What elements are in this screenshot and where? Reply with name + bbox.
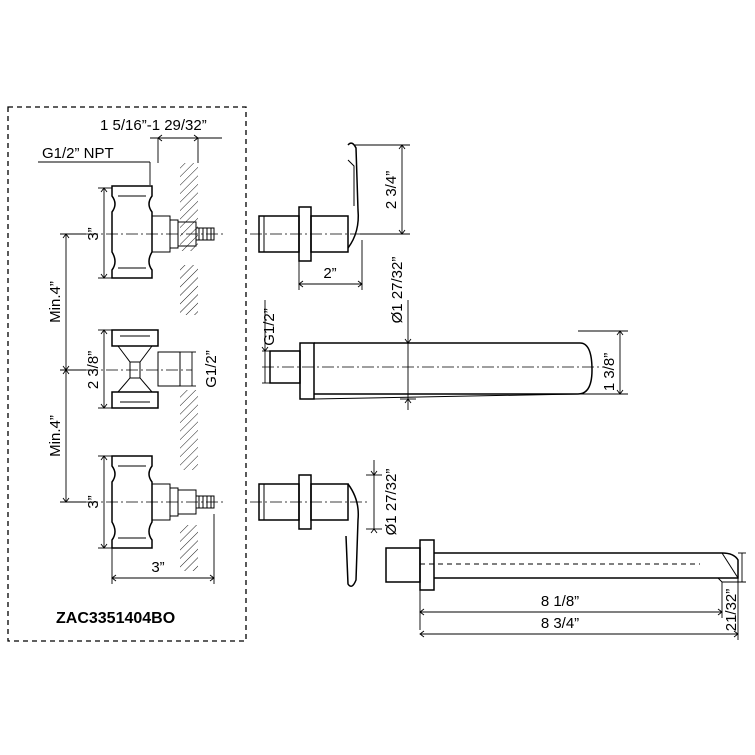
valve-bottom [86, 455, 226, 549]
model-code: ZAC3351404BO [56, 610, 175, 627]
diverter-height-label: 2 3/8” [85, 351, 102, 389]
valve-spacing-top-label: 3” [85, 227, 102, 240]
spout-length-total-label: 8 3/4” [541, 615, 579, 632]
outlet-diameter-label: Ø1 27/32” [389, 257, 406, 324]
handle-side-view: 2 3/4” 2” [250, 142, 410, 290]
min-bottom-label: Min.4” [47, 415, 64, 457]
spout-length-inner-label: 8 1/8” [541, 593, 579, 610]
spout-drop-label: 21/32” [723, 589, 740, 632]
dashed-border [7, 106, 247, 642]
handle-height-label: 2 3/4” [383, 171, 400, 209]
wall-depth-label: 1 5/16”-1 29/32” [100, 117, 207, 134]
valve-width-label: 3” [151, 559, 164, 576]
diverter-middle [86, 329, 192, 409]
outlet-thread-label: G1/2” [261, 308, 278, 346]
valve-spacing-bottom-label: 3” [85, 495, 102, 508]
wall-section-bottom [180, 525, 198, 571]
wall-section-mid-lower [180, 390, 198, 470]
handle-side-view-2: Ø1 27/32” [250, 460, 400, 587]
diverter-thread-label: G1/2” [203, 350, 220, 388]
outlet-side-view: G1/2” Ø1 27/32” 1 3/8” [261, 257, 628, 410]
rough-in-panel: 1 5/16”-1 29/32” G1/2” NPT 3” Min.4” 2 3… [7, 106, 247, 642]
wall-section-mid-upper [180, 265, 198, 315]
valve-top [86, 185, 226, 279]
connection-label: G1/2” NPT [42, 145, 114, 162]
outlet-height-label: 1 3/8” [601, 353, 618, 391]
wall-section-top [180, 163, 198, 251]
handle-depth-label: 2” [323, 265, 336, 282]
spout-diameter-label: Ø1 27/32” [383, 469, 400, 536]
spout-side-view: 8 1/8” 8 3/4” 21/32” [385, 539, 746, 640]
min-top-label: Min.4” [47, 281, 64, 323]
